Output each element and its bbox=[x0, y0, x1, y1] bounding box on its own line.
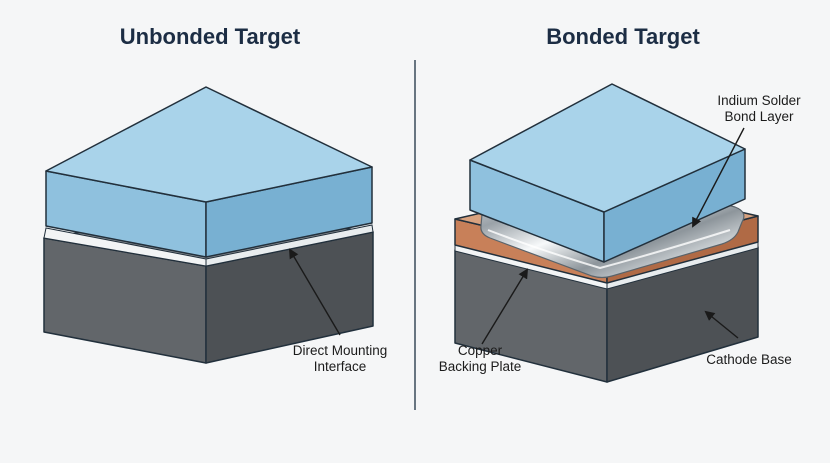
unbonded-stack bbox=[43, 86, 374, 364]
direct-mounting-leader bbox=[288, 248, 341, 336]
bonded-cathode-base bbox=[454, 246, 759, 383]
direct-mounting-line-1: Direct Mounting bbox=[292, 343, 388, 358]
indium-edge-highlight bbox=[487, 229, 731, 270]
bonded-target-block bbox=[469, 83, 746, 263]
unbonded-target-top-face bbox=[45, 86, 373, 203]
bonded-target-top-face bbox=[469, 83, 746, 213]
indium-line-2: Bond Layer bbox=[724, 109, 794, 124]
direct-mounting-line-2: Interface bbox=[313, 359, 367, 374]
copper-line-2: Backing Plate bbox=[438, 359, 522, 374]
indium-leader bbox=[692, 127, 745, 228]
cathode-base-label: Cathode Base bbox=[706, 352, 792, 367]
copper-line-1: Copper bbox=[457, 343, 503, 358]
unbonded-target-title: Unbonded Target bbox=[119, 24, 301, 49]
cathode-leader bbox=[704, 310, 739, 339]
unbonded-interface-gap-right bbox=[205, 224, 374, 267]
unbonded-target-block bbox=[45, 86, 373, 258]
bonded-target-title: Bonded Target bbox=[546, 24, 700, 49]
direct-mounting-label: Direct Mounting Interface bbox=[280, 343, 400, 375]
indium-line-1: Indium Solder bbox=[717, 93, 801, 108]
bonded-stack bbox=[454, 83, 759, 383]
copper-label: Copper Backing Plate bbox=[425, 343, 535, 375]
indium-label: Indium Solder Bond Layer bbox=[704, 93, 814, 125]
copper-leader bbox=[481, 268, 529, 345]
